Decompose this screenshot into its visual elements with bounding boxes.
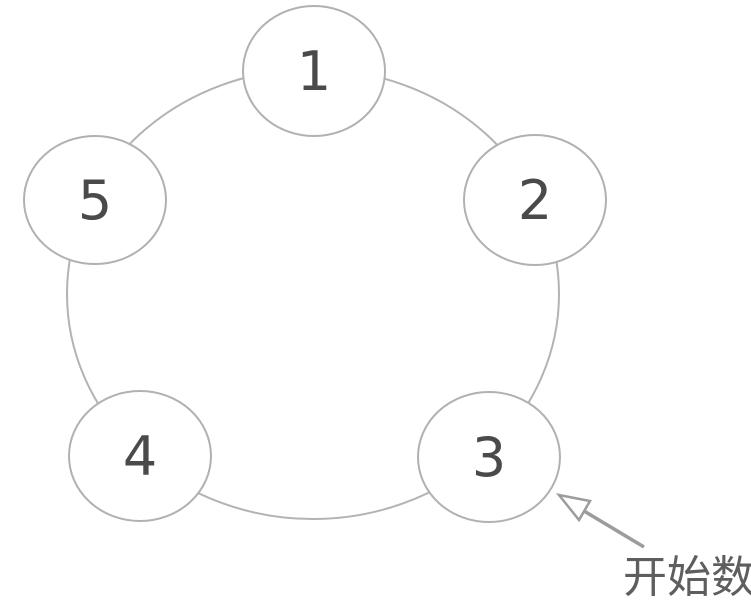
start-arrow-shaft: [583, 509, 645, 549]
node-4-label: 4: [123, 425, 157, 488]
node-1-circle: [242, 5, 386, 137]
node-2-label: 2: [518, 169, 552, 232]
node-2: 2: [463, 134, 607, 266]
node-3-label: 3: [472, 426, 506, 489]
node-5: 5: [23, 135, 167, 265]
start-arrow: [555, 493, 645, 549]
node-2-circle: [463, 134, 607, 266]
node-1: 1: [242, 5, 386, 137]
node-4: 4: [68, 390, 212, 522]
node-3: 3: [417, 391, 561, 523]
node-4-circle: [68, 390, 212, 522]
start-arrow-head-icon: [555, 493, 592, 523]
node-5-label: 5: [78, 169, 112, 232]
node-1-label: 1: [297, 40, 331, 103]
node-5-circle: [23, 135, 167, 265]
start-annotation-label: 开始数: [623, 552, 751, 603]
node-3-circle: [417, 391, 561, 523]
